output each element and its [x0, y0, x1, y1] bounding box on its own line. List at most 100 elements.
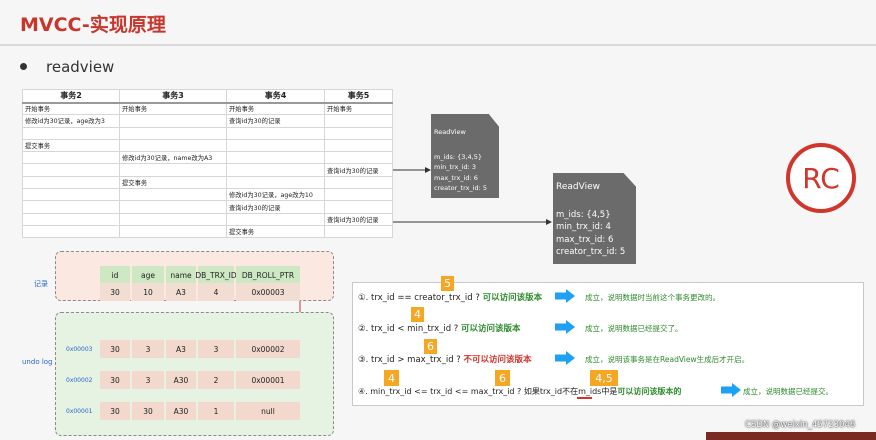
record-header-cell: id — [100, 266, 130, 284]
undo-row-cell: 30 — [100, 340, 130, 358]
table-cell: 修改id为30记录，age改为3 — [22, 114, 120, 128]
table-row: 提交事务 — [22, 138, 393, 153]
slide-title: MVCC-实现原理 — [20, 14, 166, 36]
undo-row-cell: 30 — [132, 402, 164, 420]
table-row: 查询id为30的记录 — [22, 212, 393, 226]
rule-2-result: 成立，说明数据已经提交了。 — [585, 324, 683, 333]
table-cell — [119, 163, 227, 177]
record-value-cell: 4 — [198, 283, 234, 301]
rule-1-condition: ①. trx_id == creator_trx_id ? — [358, 293, 480, 303]
table-cell: 修改id为30记录，name改为A3 — [119, 151, 227, 165]
readview-title: ReadView — [434, 128, 466, 136]
transaction-table: 事务2 事务3 事务4 事务5 开始事务开始事务开始事务开始事务修改id为30记… — [22, 89, 393, 239]
table-header: 事务2 — [22, 89, 120, 104]
rule-4-condition: ④. min_trx_id <= trx_id <= max_trx_id ? … — [358, 387, 563, 396]
table-cell — [22, 212, 120, 226]
table-cell — [226, 175, 325, 190]
readview-title: ReadView — [556, 182, 600, 192]
rule-3-result: 成立，说明该事务是在ReadView生成后才开启。 — [585, 355, 750, 364]
bullet-readview: readview — [46, 58, 115, 76]
readview-m-ids: m_ids: {3,4,5} — [434, 153, 482, 161]
table-cell — [119, 114, 227, 128]
undo-row-cell: 0x00002 — [236, 340, 300, 358]
table-cell — [22, 200, 120, 214]
table-cell — [22, 126, 120, 140]
readview-creator-trx-id: creator_trx_id: 5 — [556, 246, 626, 257]
rule-1-result: 成立，说明数据时当前这个事务更改的。 — [585, 293, 720, 302]
undo-row-cell: 3 — [132, 371, 164, 389]
bullet-dot — [20, 63, 27, 70]
table-cell — [226, 212, 325, 226]
rule-3-condition: ③. trx_id > max_trx_id ? — [358, 355, 461, 365]
table-row: 提交事务 — [22, 224, 393, 239]
undo-row-cell: 30 — [100, 402, 130, 420]
rule-4: ④. min_trx_id <= trx_id <= max_trx_id ? … — [358, 386, 681, 397]
rule-4-tag-min: 4 — [384, 370, 399, 386]
table-cell — [226, 126, 325, 140]
undo-row-cell: A30 — [166, 402, 196, 420]
rule-2-tag: 4 — [411, 307, 424, 322]
readview-card-small: ReadView m_ids: {3,4,5} min_trx_id: 3 ma… — [431, 114, 499, 198]
undo-row-cell: 3 — [198, 340, 234, 358]
rule-1-verdict: 可以访问该版本 — [482, 293, 543, 303]
rule-3-arrow-icon — [555, 351, 575, 365]
rule-2: ②. trx_id < min_trx_id ? 可以访问该版本 — [358, 322, 521, 334]
table-cell — [22, 175, 120, 190]
rc-badge: RC — [786, 143, 856, 213]
table-cell — [324, 114, 393, 128]
table-header-row: 事务2 事务3 事务4 事务5 — [22, 89, 393, 104]
undo-row-cell: 0x00001 — [236, 371, 300, 389]
readview-fields: m_ids: {3,4,5} min_trx_id: 3 max_trx_id:… — [434, 152, 487, 193]
bottom-banner — [706, 432, 876, 440]
undo-row-address: 0x00001 — [66, 408, 93, 415]
record-header-cell: DB_TRX_ID — [195, 266, 237, 284]
record-label: 记录 — [34, 280, 48, 288]
table-body: 开始事务开始事务开始事务开始事务修改id为30记录，age改为3 查询id为30的… — [22, 101, 393, 239]
readview-m-ids: m_ids: {4,5} — [556, 210, 611, 220]
record-value-cell: 10 — [132, 283, 164, 301]
table-row: 修改id为30记录，age改为10 — [22, 188, 393, 202]
readview-card-large: ReadView m_ids: {4,5} min_trx_id: 4 max_… — [553, 173, 636, 264]
table-cell — [324, 200, 393, 214]
rule-1: ①. trx_id == creator_trx_id ? 可以访问该版本 — [358, 291, 542, 303]
rule-4-not-in: 不在 — [562, 387, 579, 396]
rule-4-verdict: 可以访问该版本的 — [617, 387, 682, 396]
table-header: 事务3 — [119, 89, 227, 104]
table-row — [22, 126, 393, 140]
table-row: 修改id为30记录，name改为A3 — [22, 151, 393, 165]
table-cell — [119, 126, 227, 140]
table-cell: 查询id为30的记录 — [324, 212, 393, 226]
record-value-cell: A3 — [166, 283, 196, 301]
table-cell — [324, 224, 393, 239]
undo-row-cell: 1 — [198, 402, 234, 420]
table-cell — [324, 175, 393, 190]
table-row: 开始事务开始事务开始事务开始事务 — [22, 101, 393, 116]
table-cell — [119, 200, 227, 214]
rule-2-condition: ②. trx_id < min_trx_id ? — [358, 324, 459, 334]
rule-4-result: 成立，说明数据已经提交。 — [743, 387, 833, 396]
rule-2-arrow-icon — [555, 320, 575, 334]
table-cell: 提交事务 — [226, 224, 325, 239]
rule-4-arrow-icon — [721, 383, 741, 397]
readview-min-trx-id: min_trx_id: 4 — [556, 222, 611, 233]
record-value-cell: 0x00003 — [236, 283, 300, 301]
table-cell: 开始事务 — [226, 101, 325, 116]
undo-row-cell: 2 — [198, 371, 234, 389]
rule-3-verdict: 不可以访问该版本 — [463, 355, 532, 365]
undo-row-cell: null — [236, 402, 300, 420]
undo-row-cell: A30 — [166, 371, 196, 389]
table-cell — [119, 224, 227, 239]
table-cell: 开始事务 — [324, 101, 393, 116]
table-cell — [324, 126, 393, 140]
rule-1-tag: 5 — [441, 276, 454, 291]
watermark: CSDN @weixin_45723046 — [745, 420, 856, 430]
rule-4-tag-mids: 4,5 — [590, 370, 618, 386]
arrow-head-1 — [425, 167, 431, 173]
readview-min-trx-id: min_trx_id: 3 — [434, 163, 476, 172]
table-cell — [324, 138, 393, 153]
table-cell — [119, 188, 227, 202]
table-cell: 提交事务 — [22, 138, 120, 153]
record-header-cell: age — [132, 266, 164, 284]
undo-row-cell: A3 — [166, 340, 196, 358]
rule-2-verdict: 可以访问该版本 — [461, 324, 521, 334]
